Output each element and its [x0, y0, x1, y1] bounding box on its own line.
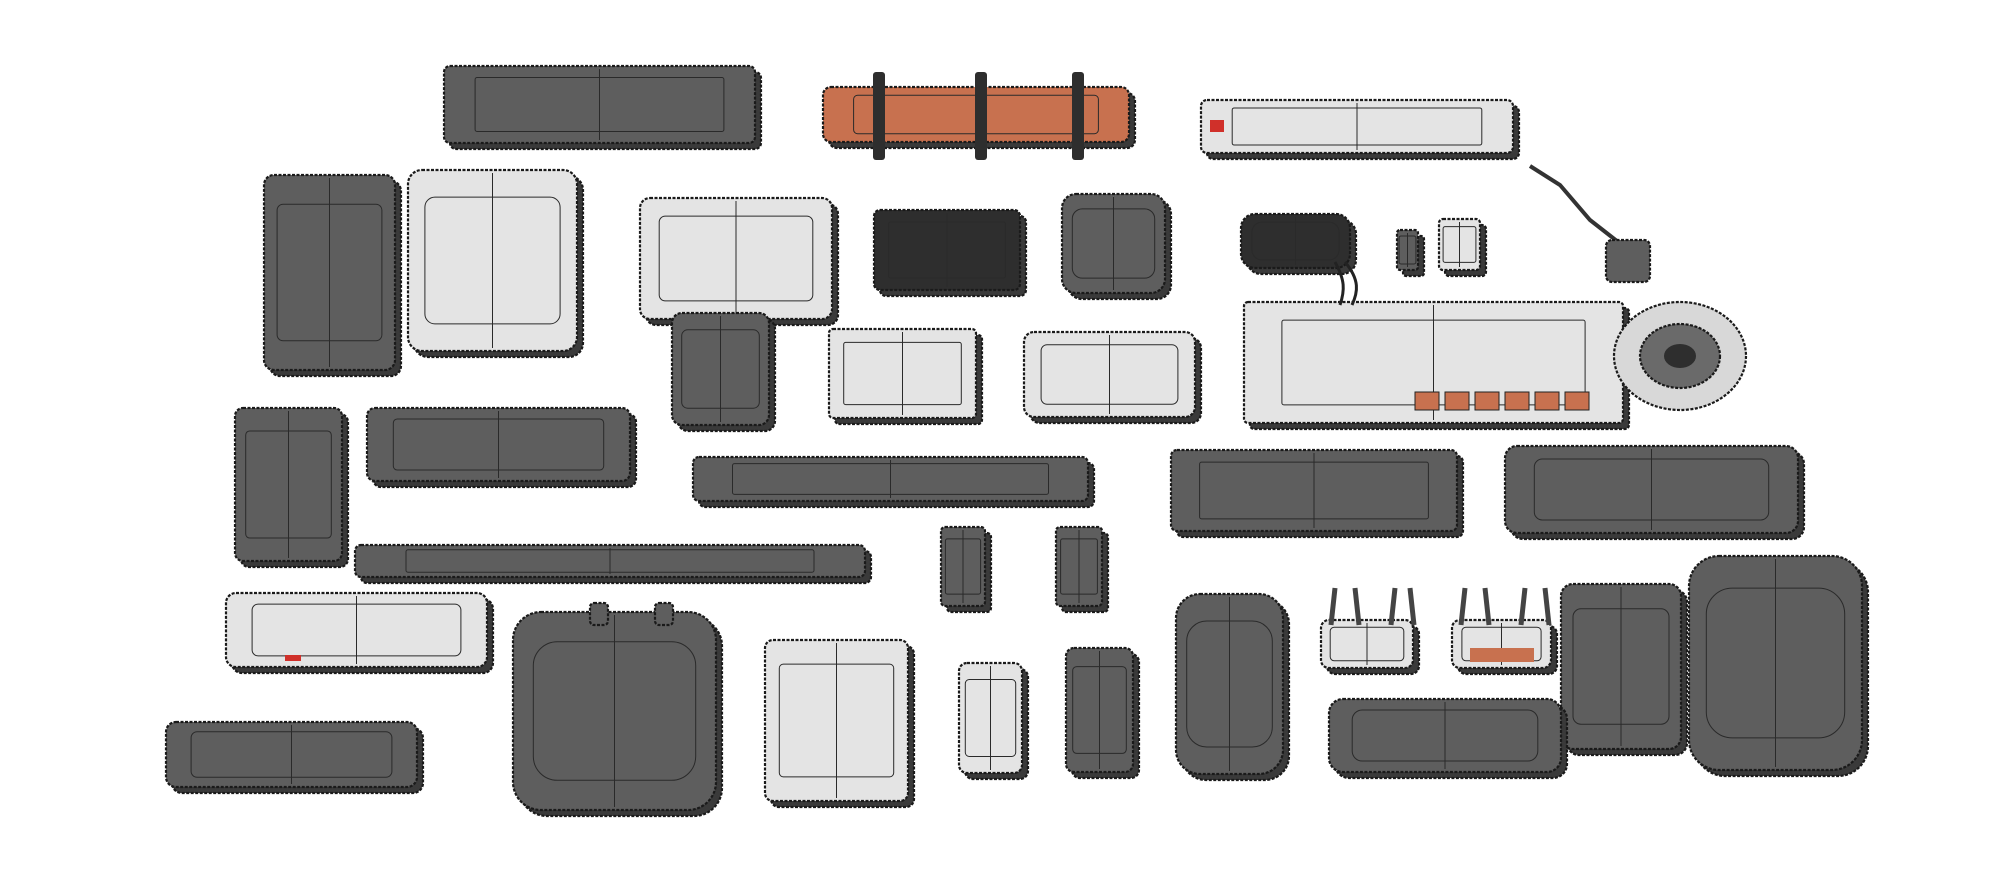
- dark-stack-part: [670, 311, 777, 433]
- cable-plug: [1604, 238, 1652, 284]
- coil-band-1: [975, 72, 987, 160]
- router-antenna: [1518, 587, 1528, 626]
- router-antenna: [1407, 587, 1417, 626]
- long-block-part: [442, 64, 763, 151]
- long-rail-part: [353, 543, 873, 585]
- long-block-part-inset: [474, 77, 725, 132]
- router-antenna: [1482, 587, 1492, 626]
- coil-band-2: [1072, 72, 1084, 160]
- white-rail-part-inset: [1231, 107, 1483, 146]
- white-small-part-inset: [964, 679, 1017, 757]
- vent-slab-part-inset: [1533, 458, 1770, 521]
- router-antenna: [1388, 587, 1398, 626]
- small-ribbed-part-inset: [245, 430, 332, 539]
- handle-part: [1327, 697, 1569, 780]
- gray-slab-part: [1169, 448, 1465, 539]
- flat-panel-part-inset: [392, 418, 605, 471]
- router-antenna: [1458, 587, 1468, 626]
- white-block-part-inset: [843, 341, 962, 406]
- ribbed-stack-part-inset: [276, 203, 383, 342]
- large-case-part: [511, 610, 724, 818]
- white-bracket-part: [638, 196, 840, 327]
- white-panel-part-inset: [251, 603, 462, 657]
- vent-slot: [1564, 391, 1590, 411]
- flat-panel-part: [365, 406, 638, 489]
- cable-connector-part: [1528, 164, 1652, 284]
- white-frame-part-inset: [1040, 344, 1179, 405]
- ribbed-stack-part: [262, 173, 403, 378]
- tray-part: [164, 720, 425, 795]
- vent-slot: [1444, 391, 1470, 411]
- rounded-box-part-inset: [1186, 620, 1273, 748]
- tray-part-inset: [190, 731, 393, 778]
- orange-router-part: [1450, 618, 1559, 676]
- white-tray-part-inset: [778, 663, 895, 778]
- dark-small-part-inset: [1072, 666, 1127, 754]
- dark-stack-part-inset: [681, 329, 760, 409]
- white-tray-part: [763, 638, 916, 809]
- rounded-box-part: [1174, 592, 1291, 782]
- white-case-part: [406, 168, 585, 359]
- white-case-part-inset: [424, 196, 561, 325]
- vent-slot: [1504, 391, 1530, 411]
- black-capsule-part: [1239, 212, 1358, 276]
- gray-box-part: [1060, 192, 1173, 301]
- black-clamp-part-inset: [888, 221, 1006, 279]
- cable: [1528, 164, 1624, 247]
- white-block-part: [827, 327, 984, 426]
- handle-part-inset: [1351, 709, 1539, 762]
- white-rail-part: [1199, 98, 1521, 161]
- tall-box-part: [1559, 582, 1689, 757]
- fan-center: [1664, 344, 1696, 368]
- white-router-part-inset: [1329, 626, 1405, 662]
- vent-slab-part: [1503, 444, 1806, 541]
- router-antenna: [1328, 587, 1338, 626]
- long-rail-part-inset: [405, 549, 815, 573]
- small-white-cube-part: [1437, 217, 1488, 278]
- hex-slab-part: [1687, 554, 1870, 778]
- coil-band-0: [873, 72, 885, 160]
- white-bracket-part-inset: [658, 215, 814, 302]
- case-handle: [588, 601, 610, 627]
- vent-slot: [1534, 391, 1560, 411]
- white-router-part: [1319, 618, 1421, 676]
- small-block-b-part-inset: [1060, 538, 1098, 595]
- dark-small-part: [1064, 646, 1141, 780]
- white-small-part: [957, 661, 1030, 781]
- gray-box-part-inset: [1071, 208, 1156, 279]
- vent-slot: [1474, 391, 1500, 411]
- black-capsule-part-inset: [1251, 221, 1340, 261]
- red-label-mark: [1210, 120, 1224, 132]
- gray-slab-part-inset: [1199, 461, 1429, 520]
- long-bar-part-inset: [732, 463, 1049, 495]
- white-panel-part: [224, 591, 495, 675]
- router-antenna: [1542, 587, 1552, 626]
- black-clamp-part: [872, 208, 1028, 298]
- hex-slab-part-inset: [1705, 587, 1846, 739]
- tall-box-part-inset: [1572, 608, 1670, 725]
- small-pin-part: [1395, 228, 1426, 278]
- large-case-part-inset: [532, 641, 697, 781]
- small-block-a-part-inset: [944, 538, 982, 595]
- small-block-a-part: [939, 525, 993, 614]
- capsule-cables: [1333, 261, 1358, 306]
- small-ribbed-part: [233, 406, 350, 569]
- vent-slot: [1414, 391, 1440, 411]
- small-block-b-part: [1054, 525, 1110, 614]
- large-white-unit-part: [1242, 300, 1631, 431]
- long-bar-part: [691, 455, 1096, 509]
- red-label-mark-2: [285, 655, 301, 661]
- router-antenna: [1352, 587, 1362, 626]
- white-frame-part: [1022, 330, 1203, 425]
- case-handle: [653, 601, 675, 627]
- orange-router-stripe: [1470, 648, 1534, 662]
- small-white-cube-part-inset: [1442, 226, 1477, 263]
- fan-part: [1612, 300, 1748, 412]
- small-pin-part-inset: [1398, 235, 1417, 265]
